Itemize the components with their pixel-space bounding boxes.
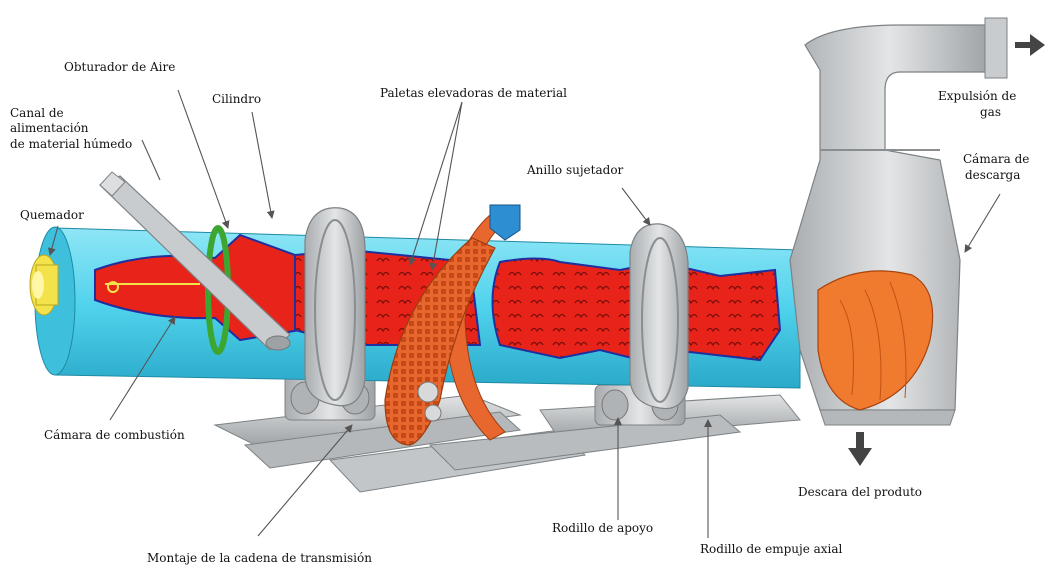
label-combustion-chamber: Cámara de combustión bbox=[44, 428, 185, 443]
label-burner: Quemador bbox=[20, 208, 84, 223]
burner bbox=[30, 255, 58, 315]
label-discharge-chamber-line1: Cámara de bbox=[963, 152, 1029, 167]
label-feed-chute-line3: de material húmedo bbox=[10, 137, 132, 152]
label-thrust-roller: Rodillo de empuje axial bbox=[700, 542, 842, 557]
discharge-chamber bbox=[790, 18, 1007, 425]
label-gas-exhaust-line2: gas bbox=[980, 105, 1001, 120]
label-product-discharge: Descara del produto bbox=[798, 485, 922, 500]
riding-ring-left bbox=[305, 208, 365, 406]
label-riding-ring: Anillo sujetador bbox=[527, 163, 623, 178]
product-discharge-arrow bbox=[848, 432, 872, 466]
label-feed-chute-line1: Canal de bbox=[10, 106, 64, 121]
riding-ring-right bbox=[630, 224, 688, 409]
gas-exhaust-arrow bbox=[1015, 34, 1045, 56]
label-gas-exhaust-line1: Expulsión de bbox=[938, 89, 1016, 104]
label-discharge-chamber-line2: descarga bbox=[965, 168, 1020, 183]
label-drive-chain-assembly: Montaje de la cadena de transmisión bbox=[147, 551, 372, 566]
label-air-shutter: Obturador de Aire bbox=[64, 60, 175, 75]
label-lifting-paddles: Paletas elevadoras de material bbox=[380, 86, 567, 101]
label-cylinder: Cilindro bbox=[212, 92, 261, 107]
label-feed-chute-line2: alimentación bbox=[10, 121, 89, 136]
label-support-roller: Rodillo de apoyo bbox=[552, 521, 653, 536]
